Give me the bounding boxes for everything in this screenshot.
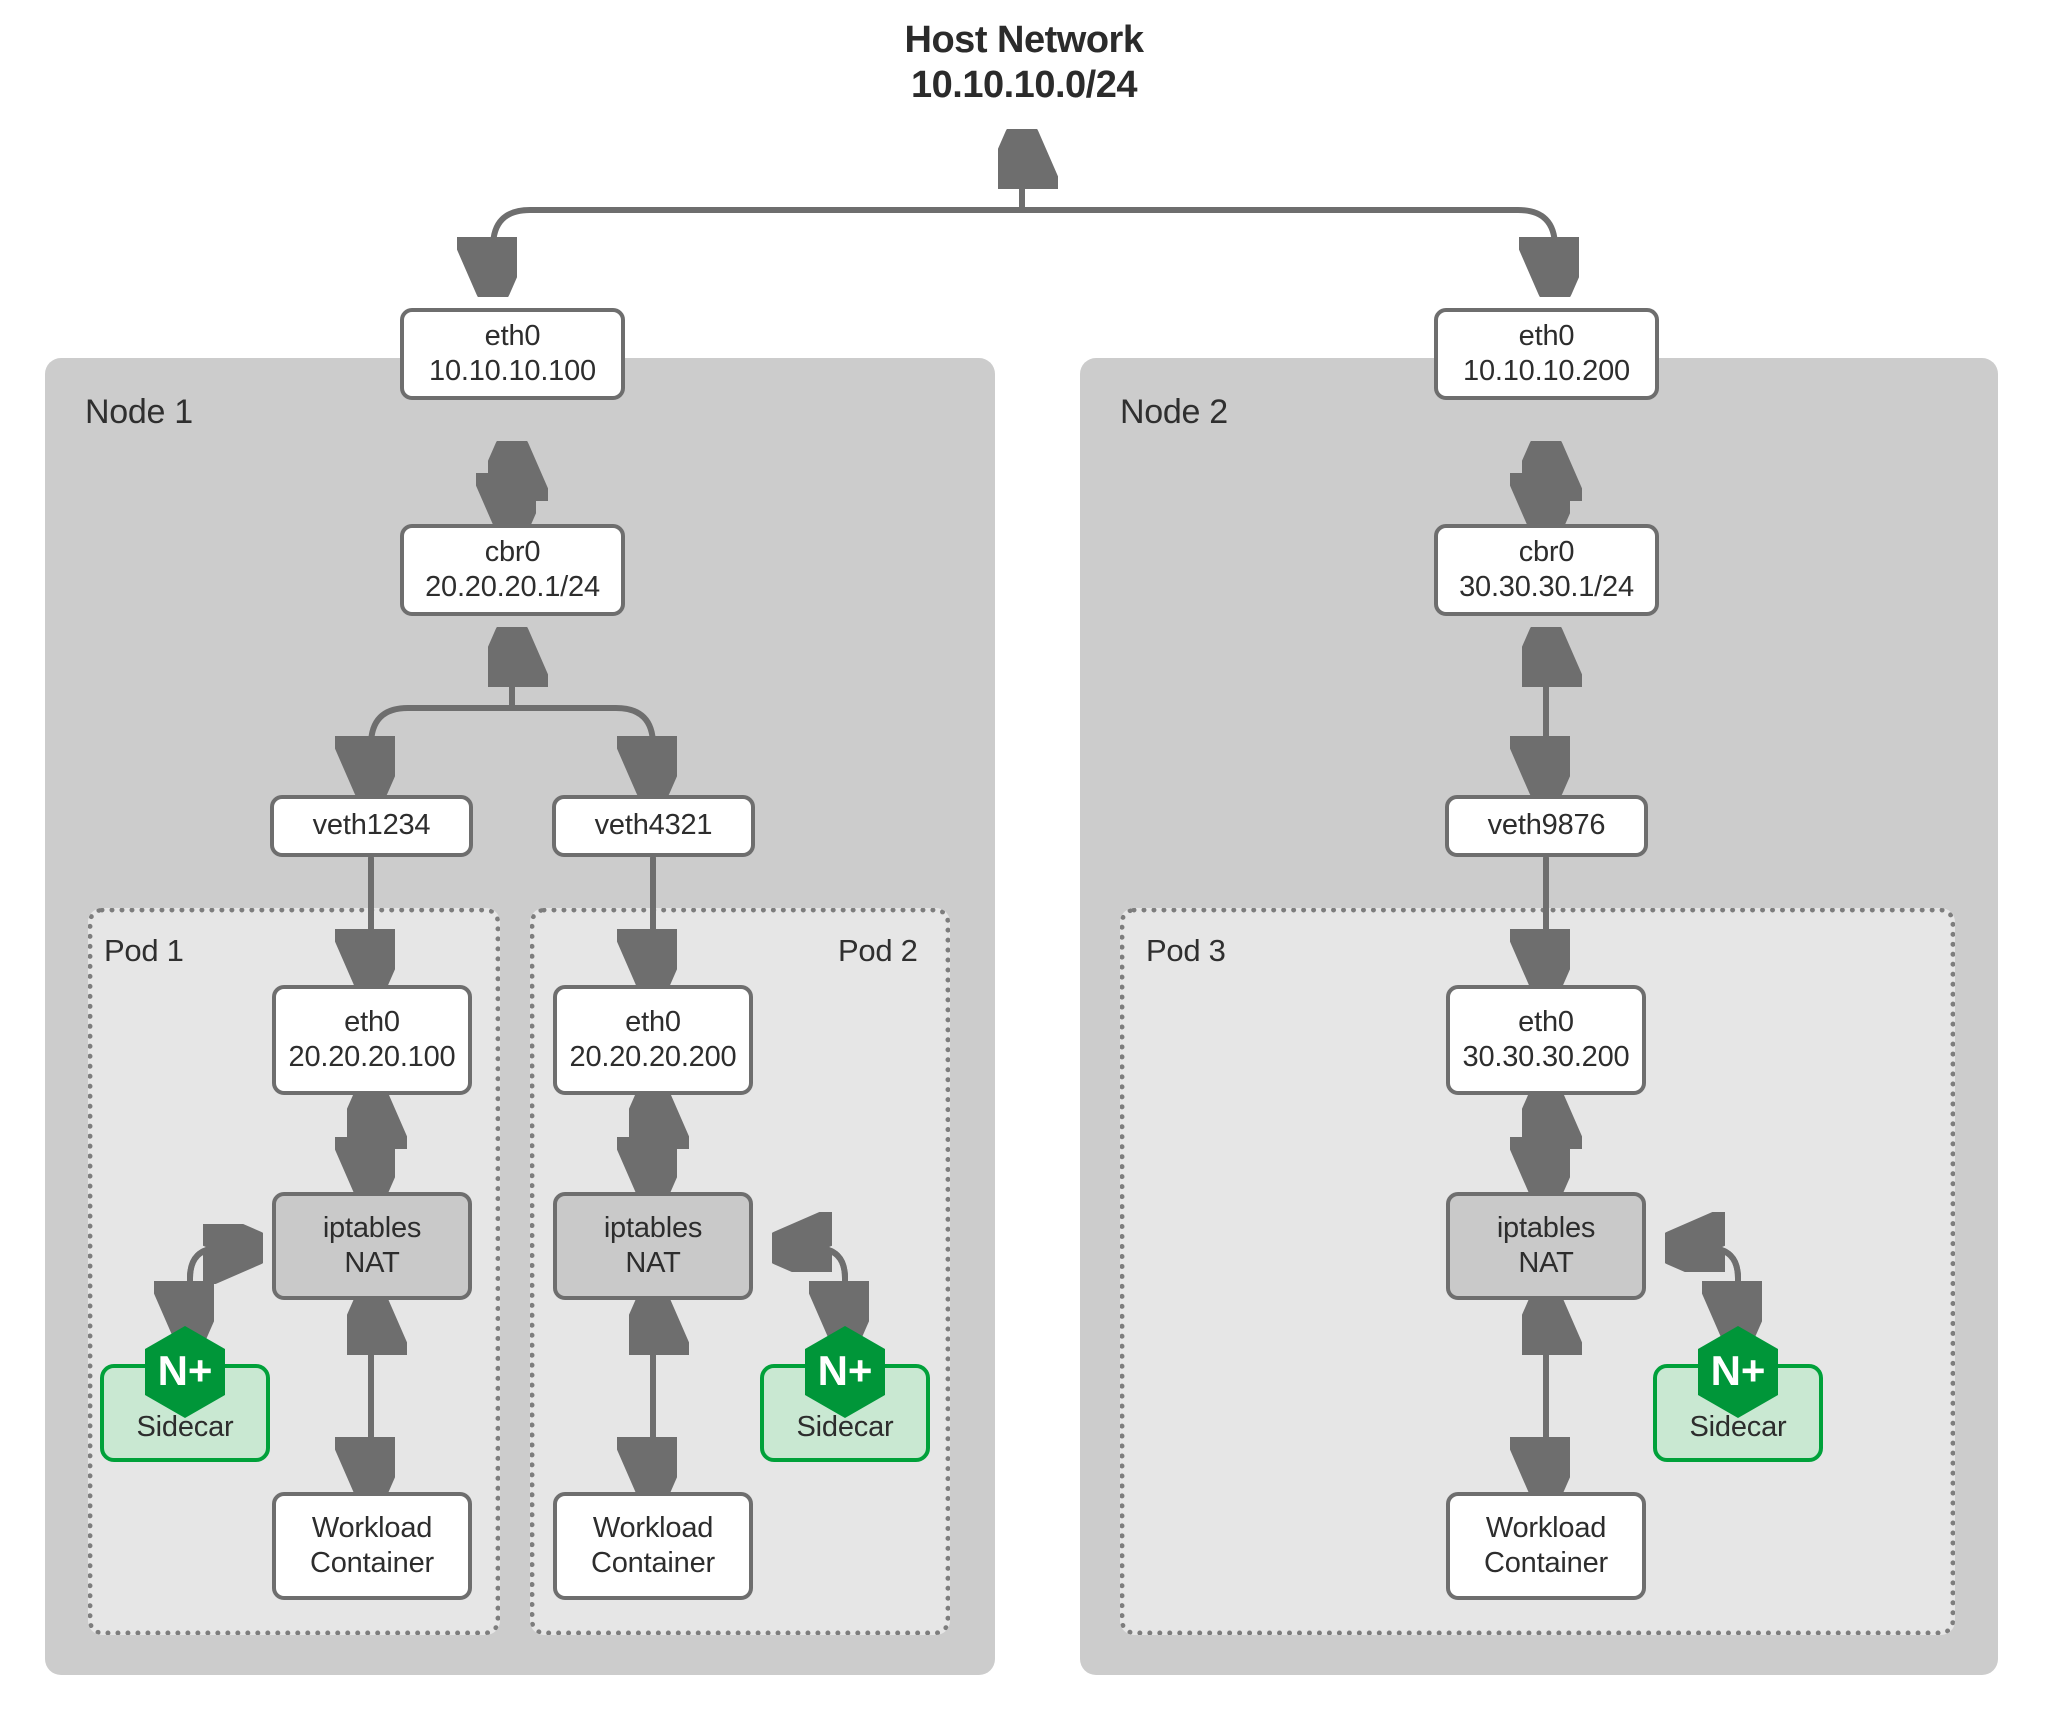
pod-1-sidecar-box[interactable]: Sidecar [100, 1364, 270, 1462]
pod-3-nat-line2: NAT [1518, 1247, 1574, 1279]
host-network-title: Host Network 10.10.10.0/24 [0, 18, 2048, 108]
pod-1-eth0-name: eth0 [344, 1005, 400, 1038]
pod-1-workload-container-box[interactable]: Workload Container [272, 1492, 472, 1600]
pod-1-eth0-ip: 20.20.20.100 [288, 1041, 456, 1073]
node-1-eth0-ip: 10.10.10.100 [429, 355, 596, 387]
pod-1-nat-line2: NAT [344, 1247, 400, 1279]
wire-host-to-node1 [493, 207, 1025, 286]
pod-2-nat-line2: NAT [625, 1247, 681, 1279]
node-1-cbr0-name: cbr0 [484, 535, 541, 568]
pod-2-workload-line1: Workload [592, 1511, 714, 1544]
veth1234-box[interactable]: veth1234 [270, 795, 473, 857]
pod-2-sidecar-box[interactable]: Sidecar [760, 1364, 930, 1462]
node-1-cbr0-ip: 20.20.20.1/24 [425, 571, 600, 603]
pod-1-eth0-box[interactable]: eth0 20.20.20.100 [272, 985, 472, 1095]
node-1-eth0-name: eth0 [484, 319, 541, 352]
pod-2-workload-container-box[interactable]: Workload Container [553, 1492, 753, 1600]
pod-2-label: Pod 2 [838, 933, 918, 968]
pod-1-sidecar-label: Sidecar [136, 1411, 234, 1443]
pod-2-workload-line2: Container [591, 1547, 715, 1579]
pod-3-nat-line1: iptables [1496, 1211, 1596, 1244]
pod-3-eth0-box[interactable]: eth0 30.30.30.200 [1446, 985, 1646, 1095]
node-2-cbr0-name: cbr0 [1518, 535, 1575, 568]
veth4321-box[interactable]: veth4321 [552, 795, 755, 857]
pod-1-workload-line1: Workload [311, 1511, 433, 1544]
veth9876-box[interactable]: veth9876 [1445, 795, 1648, 857]
pod-3-sidecar-box[interactable]: Sidecar [1653, 1364, 1823, 1462]
pod-2-iptables-nat-box[interactable]: iptables NAT [553, 1192, 753, 1300]
pod-3-eth0-name: eth0 [1518, 1005, 1574, 1038]
veth9876-label: veth9876 [1487, 809, 1606, 842]
node-2-eth0-ip: 10.10.10.200 [1463, 355, 1630, 387]
node-1-cbr0-box[interactable]: cbr0 20.20.20.1/24 [400, 524, 625, 616]
node-2-cbr0-box[interactable]: cbr0 30.30.30.1/24 [1434, 524, 1659, 616]
veth4321-label: veth4321 [594, 809, 713, 842]
wire-host-to-node2 [1019, 207, 1555, 286]
node-2-eth0-box[interactable]: eth0 10.10.10.200 [1434, 308, 1659, 400]
node-2-label: Node 2 [1120, 393, 1228, 431]
pod-1-iptables-nat-box[interactable]: iptables NAT [272, 1192, 472, 1300]
node-2-cbr0-ip: 30.30.30.1/24 [1459, 571, 1634, 603]
pod-2-eth0-name: eth0 [625, 1005, 681, 1038]
pod-1-label: Pod 1 [104, 933, 184, 968]
pod-3-workload-line2: Container [1484, 1547, 1608, 1579]
pod-3-sidecar-label: Sidecar [1689, 1411, 1787, 1443]
pod-3-label: Pod 3 [1146, 933, 1226, 968]
node-1-label: Node 1 [85, 393, 193, 431]
host-network-title-line1: Host Network [904, 19, 1144, 61]
veth1234-label: veth1234 [312, 809, 431, 842]
pod-3-workload-container-box[interactable]: Workload Container [1446, 1492, 1646, 1600]
node-1-eth0-box[interactable]: eth0 10.10.10.100 [400, 308, 625, 400]
pod-3-iptables-nat-box[interactable]: iptables NAT [1446, 1192, 1646, 1300]
pod-3-workload-line1: Workload [1485, 1511, 1607, 1544]
pod-1-nat-line1: iptables [322, 1211, 422, 1244]
pod-2-eth0-ip: 20.20.20.200 [569, 1041, 737, 1073]
pod-2-nat-line1: iptables [603, 1211, 703, 1244]
pod-1-workload-line2: Container [310, 1547, 434, 1579]
node-2-eth0-name: eth0 [1518, 319, 1575, 352]
pod-2-sidecar-label: Sidecar [796, 1411, 894, 1443]
host-network-cidr: 10.10.10.0/24 [911, 63, 1137, 106]
pod-2-eth0-box[interactable]: eth0 20.20.20.200 [553, 985, 753, 1095]
pod-3-eth0-ip: 30.30.30.200 [1462, 1041, 1630, 1073]
